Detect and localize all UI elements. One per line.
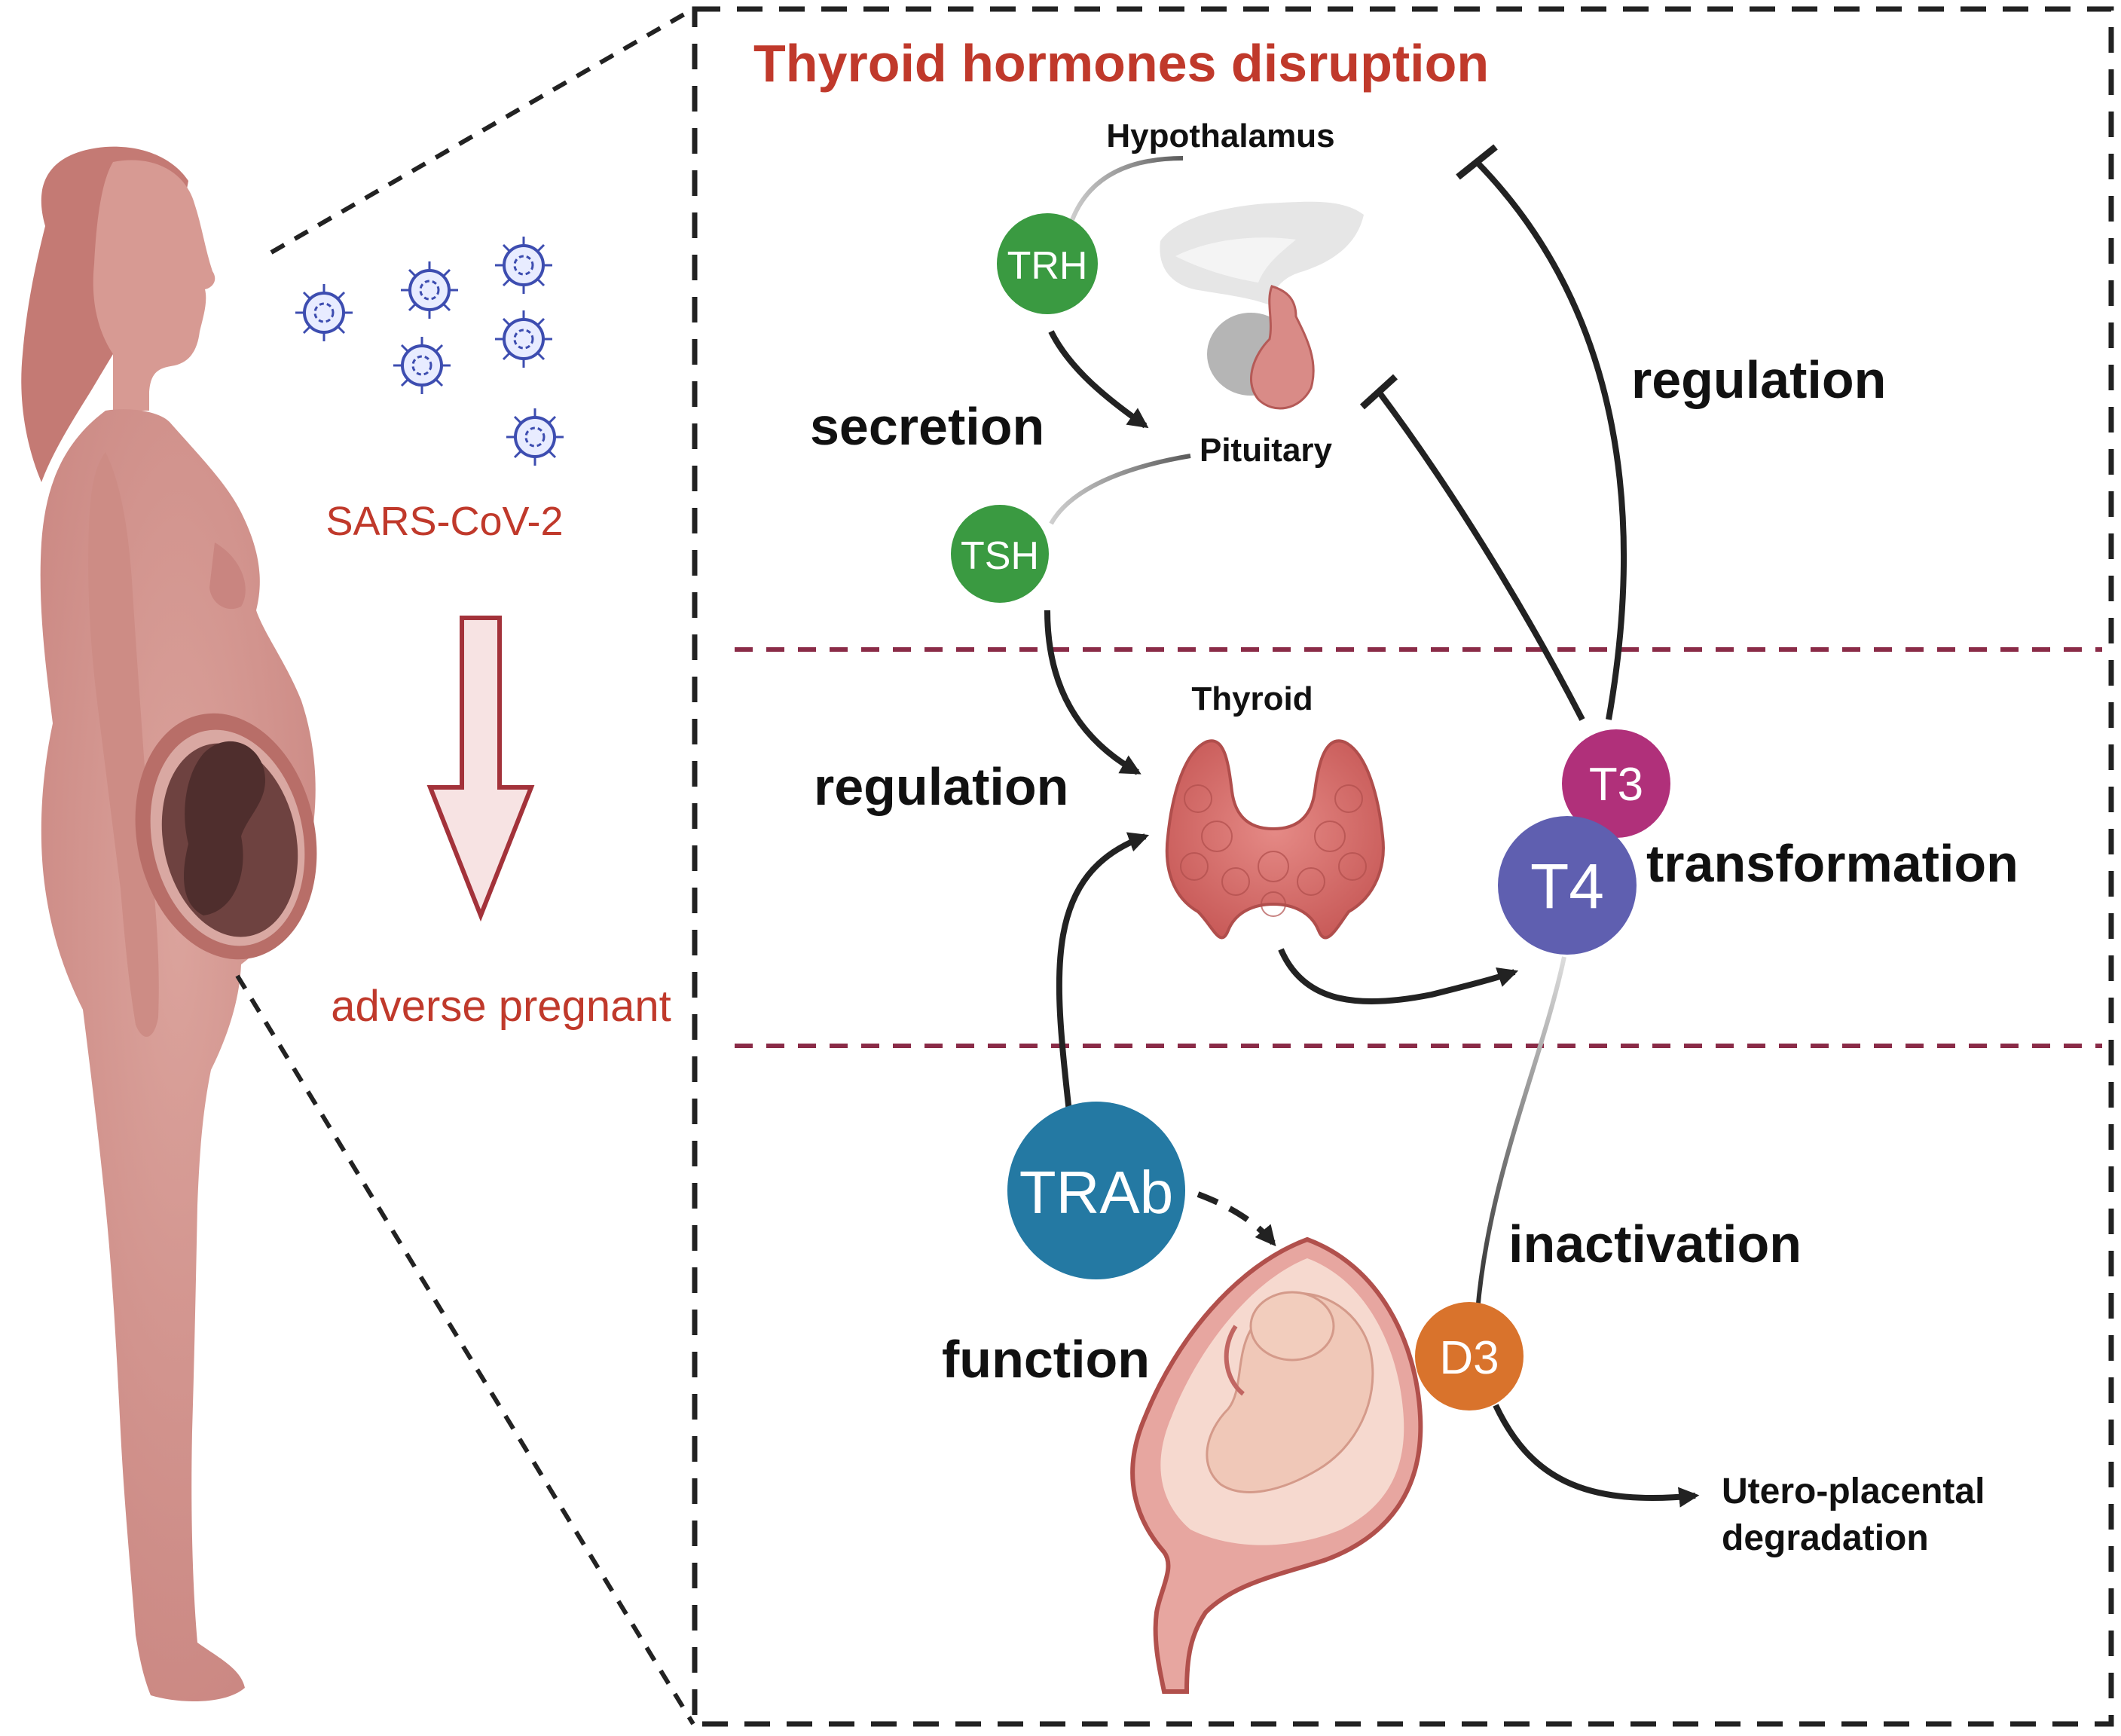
- zoom-projection-lines: [235, 7, 695, 1725]
- tsh-badge: TSH: [951, 505, 1049, 603]
- secretion-label: secretion: [810, 397, 1044, 456]
- connector-hypothalamus-trh: [1068, 156, 1184, 227]
- diagram-title: Thyroid hormones disruption: [753, 34, 1489, 93]
- arrow-d3-to-degradation: [1493, 1404, 1700, 1508]
- virus-icon: [495, 237, 552, 294]
- virus-icon: [393, 337, 451, 394]
- t3-badge-label: T3: [1589, 759, 1643, 811]
- inactivation-label: inactivation: [1508, 1215, 1802, 1273]
- inhibit-t4-to-hypothalamus: [1475, 160, 1627, 720]
- virus-particles: [295, 237, 564, 466]
- trh-badge-label: TRH: [1007, 244, 1088, 288]
- virus-icon: [495, 310, 552, 368]
- thyroid-label: Thyroid: [1191, 680, 1313, 717]
- trab-badge-label: TRAb: [1019, 1159, 1174, 1226]
- arrow-trab-to-uterus: [1197, 1191, 1276, 1247]
- d3-badge-label: D3: [1439, 1332, 1499, 1384]
- function-label: function: [942, 1330, 1150, 1389]
- thyroid-gland-illustration: [1165, 739, 1385, 940]
- arrow-trab-to-thyroid: [1056, 832, 1150, 1120]
- pituitary-label: Pituitary: [1200, 432, 1333, 469]
- arrow-thyroid-to-t4: [1278, 948, 1519, 1005]
- virus-label: SARS-CoV-2: [325, 499, 563, 544]
- virus-icon: [506, 408, 564, 466]
- pregnant-woman-illustration: [21, 146, 317, 1702]
- tsh-badge-label: TSH: [961, 534, 1039, 578]
- degradation-label-line2: degradation: [1722, 1518, 1929, 1558]
- regulation-label-left: regulation: [814, 757, 1068, 816]
- hypothalamus-pituitary-illustration: [1160, 201, 1364, 410]
- t3-badge: T3: [1562, 729, 1670, 838]
- trh-badge: TRH: [997, 213, 1098, 314]
- connector-pituitary-tsh: [1049, 454, 1191, 525]
- t4-badge-label: T4: [1530, 851, 1604, 921]
- degradation-label-line1: Utero-placental: [1722, 1472, 1985, 1511]
- down-arrow-icon: [426, 616, 535, 922]
- zoom-frame: [692, 6, 2114, 1727]
- transformation-label: transformation: [1646, 834, 2019, 893]
- regulation-label-right: regulation: [1631, 350, 1886, 409]
- hypothalamus-label: Hypothalamus: [1106, 118, 1334, 154]
- virus-icon: [401, 261, 458, 319]
- d3-badge: D3: [1415, 1302, 1524, 1410]
- t4-badge: T4: [1498, 816, 1637, 955]
- trab-badge: TRAb: [1007, 1102, 1185, 1279]
- uterus-fetus-illustration: [1130, 1236, 1423, 1694]
- inhibit-t4-to-pituitary: [1376, 390, 1585, 721]
- connector-t4-to-d3: [1475, 956, 1566, 1312]
- outcome-label: adverse pregnant: [331, 982, 671, 1031]
- connectors: [1044, 144, 1700, 1508]
- arrow-tsh-to-thyroid: [1044, 610, 1141, 775]
- virus-icon: [295, 284, 353, 341]
- arrow-trh-to-pituitary: [1048, 330, 1149, 429]
